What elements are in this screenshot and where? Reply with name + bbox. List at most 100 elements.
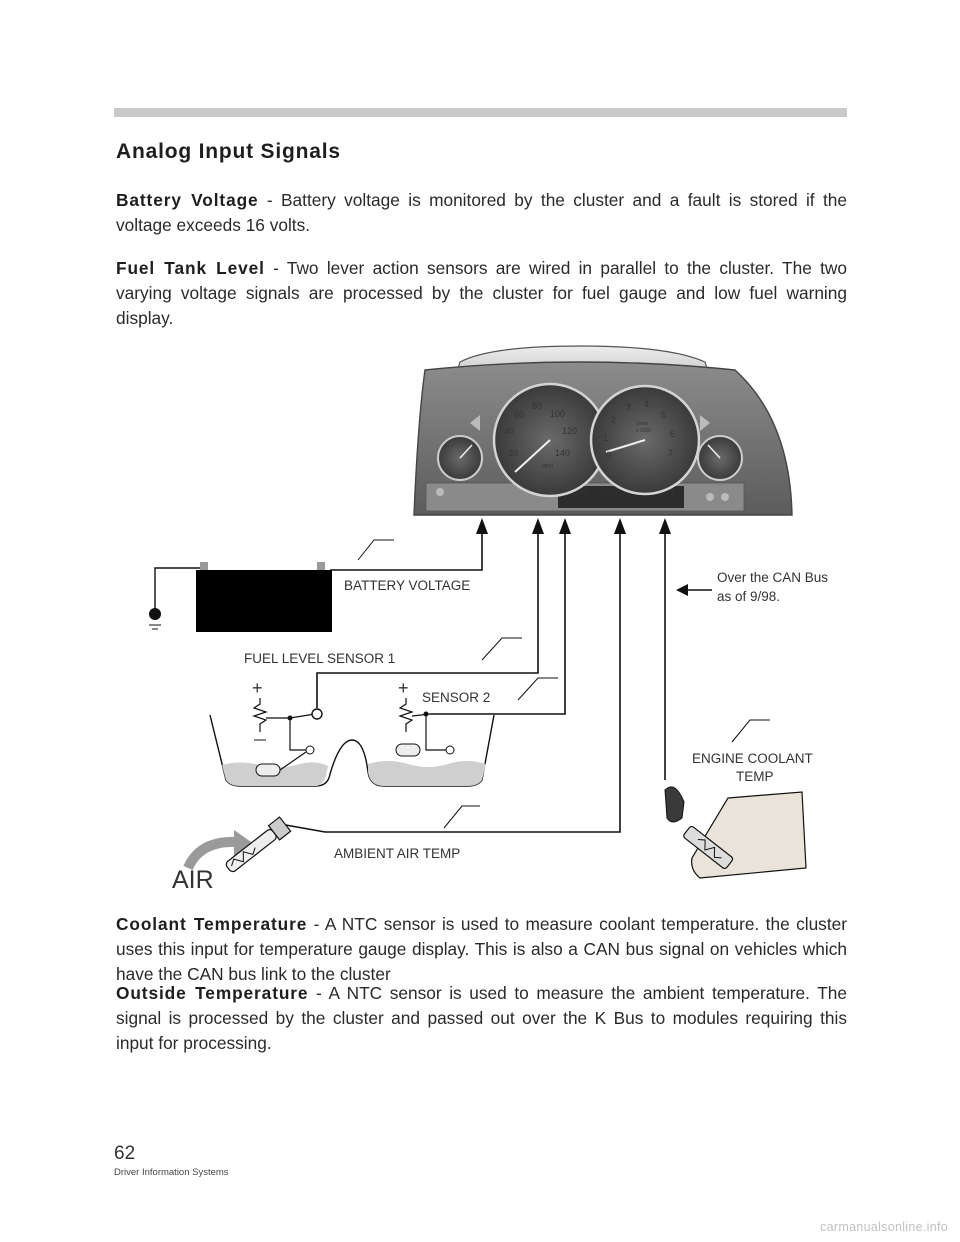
fuel-gauge-needle xyxy=(459,444,473,459)
ambient-air-temp-wire xyxy=(279,526,621,833)
rpm-unit-line-1: 1/min xyxy=(636,421,648,427)
paragraph-coolant-temperature: Coolant Temperature - A NTC sensor is us… xyxy=(116,912,847,987)
watermark: carmanualsonline.info xyxy=(820,1220,948,1234)
turn-signal-left-icon xyxy=(470,415,480,431)
fuel-sensor-1-wire xyxy=(316,526,539,708)
speed-tick-80: 80 xyxy=(532,401,542,411)
speed-tick-120: 120 xyxy=(562,426,577,436)
arrowhead xyxy=(559,518,571,534)
paragraph-lead: Coolant Temperature xyxy=(116,914,308,934)
ambient-air-temp-label: AMBIENT AIR TEMP xyxy=(334,846,460,861)
section-title: Analog Input Signals xyxy=(116,140,341,163)
temperature-gauge-needle xyxy=(707,444,721,459)
tachometer-needle xyxy=(605,439,646,453)
speed-tick-60: 60 xyxy=(514,410,524,420)
rpm-tick-1: 1 xyxy=(603,433,608,443)
engine-coolant-sensor xyxy=(664,786,807,879)
speed-tick-140: 140 xyxy=(555,448,570,458)
rpm-tick-2: 2 xyxy=(611,415,616,425)
battery-ground-wire xyxy=(154,567,202,610)
arrowhead xyxy=(676,584,688,596)
arrowhead xyxy=(476,518,488,534)
gear-code: S321 xyxy=(656,488,675,497)
paragraph-text: - Two lever action sensors are wired in … xyxy=(116,258,847,328)
paragraph-lead: Fuel Tank Level xyxy=(116,258,265,278)
header-rule xyxy=(114,108,847,117)
fuel-level-sensor-1-label: FUEL LEVEL SENSOR 1 xyxy=(244,651,395,666)
rpm-tick-5: 5 xyxy=(661,410,666,420)
rpm-unit-line-2: x 1000 xyxy=(636,428,651,434)
turn-signal-right-icon xyxy=(700,415,710,431)
speed-tick-20: 20 xyxy=(508,448,518,458)
sensor-2-label: SENSOR 2 xyxy=(422,690,490,705)
air-label: AIR xyxy=(172,866,214,894)
battery-body xyxy=(196,570,332,632)
speed-unit: MPH xyxy=(542,464,554,470)
potentiometer-sensor-1 xyxy=(252,698,268,732)
fuel-tank-outline xyxy=(209,714,495,787)
sensor-2-pivot xyxy=(445,745,455,755)
sensor-2-float-arm xyxy=(425,714,446,751)
battery-post-positive xyxy=(317,562,325,570)
sensor-1-float xyxy=(255,763,281,777)
paragraph-text: - Battery voltage is monitored by the cl… xyxy=(116,190,847,235)
rpm-tick-0: 0 xyxy=(606,450,611,460)
wire-arrowheads xyxy=(476,518,688,596)
fuel-level xyxy=(368,761,486,786)
leader-lines xyxy=(357,539,770,829)
ambient-sensor-element xyxy=(231,847,256,867)
engine-coolant-temp-label-line-2: TEMP xyxy=(736,769,774,784)
battery-voltage-wire xyxy=(330,526,483,571)
battery-voltage-label: BATTERY VOLTAGE xyxy=(344,578,470,593)
coolant-sensor-plug xyxy=(664,786,685,823)
fuel-tank: + + xyxy=(209,678,495,787)
battery-post-negative xyxy=(200,562,208,570)
can-bus-note-line-1: Over the CAN Bus xyxy=(717,570,828,585)
sensor-1-pivot xyxy=(305,745,315,755)
warning-lamp xyxy=(436,488,444,496)
air-flow-arrowhead xyxy=(234,830,254,856)
warning-lamp xyxy=(721,493,729,501)
paragraph-outside-temperature: Outside Temperature - A NTC sensor is us… xyxy=(116,981,847,1056)
rpm-tick-6: 6 xyxy=(670,429,675,439)
page-number: 62 xyxy=(114,1143,136,1164)
footer-title: Driver Information Systems xyxy=(114,1167,229,1178)
coolant-sensor-element xyxy=(697,838,722,859)
rpm-tick-4: 4 xyxy=(644,399,649,409)
arrowhead xyxy=(614,518,626,534)
potentiometer-sensor-2 xyxy=(398,698,414,732)
air-flow-arrow xyxy=(183,836,239,871)
paragraph-lead: Outside Temperature xyxy=(116,983,309,1003)
plus-sign: + xyxy=(252,678,263,698)
paragraph-lead: Battery Voltage xyxy=(116,190,259,210)
ground-terminal xyxy=(149,608,161,620)
plus-sign: + xyxy=(398,678,409,698)
can-bus-note-line-2: as of 9/98. xyxy=(717,589,780,604)
speed-tick-40: 40 xyxy=(504,426,514,436)
ambient-sensor-probe xyxy=(225,829,277,873)
odometer-reading: 012345 xyxy=(562,488,589,497)
arrowhead xyxy=(532,518,544,534)
engine-block xyxy=(691,791,807,879)
ambient-air-sensor: AIR xyxy=(172,816,292,894)
instrument-cluster: 012345 1224 PRND S321 20 40 60 80 100 12… xyxy=(413,345,793,516)
fuel-sensor-2-wire xyxy=(430,526,566,715)
battery xyxy=(149,562,332,632)
engine-coolant-temp-label-line-1: ENGINE COOLANT xyxy=(692,751,813,766)
paragraph-text: - A NTC sensor is used to measure coolan… xyxy=(116,914,847,984)
arrowhead xyxy=(659,518,671,534)
paragraph-battery-voltage: Battery Voltage - Battery voltage is mon… xyxy=(116,188,847,238)
ambient-sensor-connector xyxy=(267,816,292,841)
sensor-1-float-rod xyxy=(279,751,307,771)
speed-tick-100: 100 xyxy=(550,409,565,419)
paragraph-fuel-tank-level: Fuel Tank Level - Two lever action senso… xyxy=(116,256,847,331)
sensor-2-float xyxy=(395,743,421,757)
analog-input-diagram: 012345 1224 PRND S321 20 40 60 80 100 12… xyxy=(149,345,828,894)
rpm-tick-7: 7 xyxy=(668,448,673,458)
sensor-1-float-arm xyxy=(289,718,306,751)
trip-reading: 1224 xyxy=(600,488,618,497)
warning-lamp xyxy=(706,493,714,501)
sensor-1-connector xyxy=(311,708,323,720)
rpm-tick-3: 3 xyxy=(626,402,631,412)
speedometer-needle xyxy=(514,439,551,473)
